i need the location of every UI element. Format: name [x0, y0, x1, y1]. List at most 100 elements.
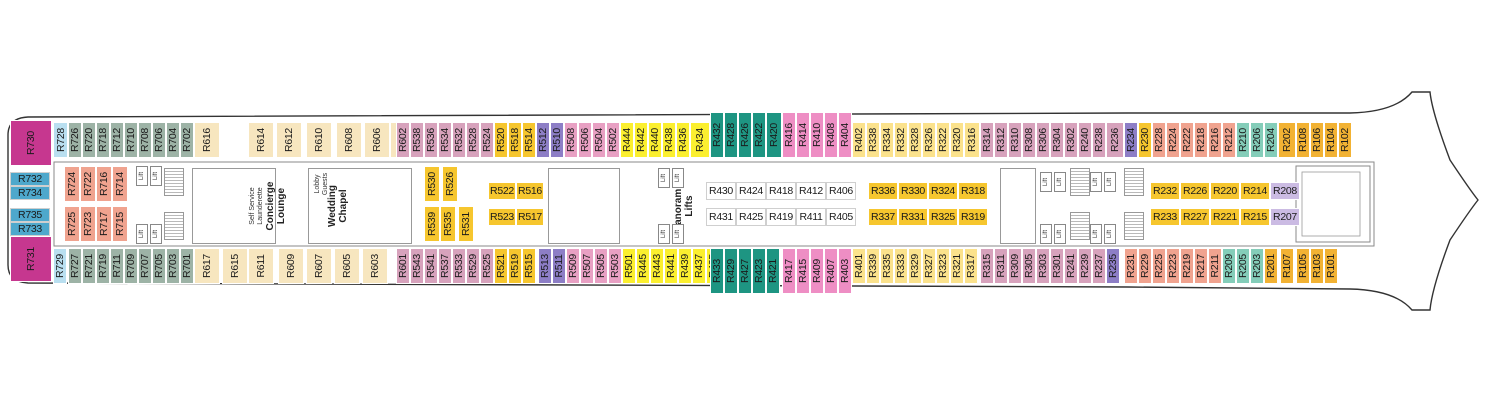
cabin-r221[interactable]: R221 — [1210, 208, 1240, 226]
cabin-r537[interactable]: R537 — [438, 248, 452, 284]
cabin-r412[interactable]: R412 — [796, 182, 826, 200]
cabin-r108[interactable]: R108 — [1296, 122, 1310, 158]
cabin-r534[interactable]: R534 — [438, 122, 452, 158]
cabin-r207[interactable]: R207 — [1270, 208, 1300, 226]
cabin-r714[interactable]: R714 — [112, 166, 128, 202]
cabin-r418[interactable]: R418 — [766, 182, 796, 200]
cabin-r706[interactable]: R706 — [152, 122, 166, 158]
cabin-r410[interactable]: R410 — [810, 112, 824, 158]
cabin-r731[interactable]: R731 — [10, 236, 52, 282]
cabin-r420[interactable]: R420 — [766, 112, 782, 158]
cabin-r526[interactable]: R526 — [442, 166, 458, 202]
cabin-r304[interactable]: R304 — [1050, 122, 1064, 158]
cabin-r711[interactable]: R711 — [110, 248, 124, 284]
cabin-r325[interactable]: R325 — [928, 208, 958, 226]
cabin-r501[interactable]: R501 — [622, 248, 636, 284]
cabin-r306[interactable]: R306 — [1036, 122, 1050, 158]
cabin-r315[interactable]: R315 — [980, 248, 994, 284]
cabin-r721[interactable]: R721 — [82, 248, 96, 284]
cabin-r516[interactable]: R516 — [516, 182, 544, 200]
cabin-r541[interactable]: R541 — [424, 248, 438, 284]
cabin-r727[interactable]: R727 — [68, 248, 82, 284]
cabin-r429[interactable]: R429 — [724, 248, 738, 294]
cabin-r317[interactable]: R317 — [964, 248, 978, 284]
cabin-r332[interactable]: R332 — [894, 122, 908, 158]
cabin-r212[interactable]: R212 — [1222, 122, 1236, 158]
cabin-r510[interactable]: R510 — [550, 122, 564, 158]
cabin-r503[interactable]: R503 — [608, 248, 622, 284]
cabin-r434[interactable]: R434 — [690, 122, 710, 158]
cabin-r320[interactable]: R320 — [950, 122, 964, 158]
cabin-r321[interactable]: R321 — [950, 248, 964, 284]
cabin-r403[interactable]: R403 — [838, 248, 852, 294]
cabin-r717[interactable]: R717 — [96, 206, 112, 242]
cabin-r440[interactable]: R440 — [648, 122, 662, 158]
cabin-r436[interactable]: R436 — [676, 122, 690, 158]
cabin-r536[interactable]: R536 — [424, 122, 438, 158]
cabin-r310[interactable]: R310 — [1008, 122, 1022, 158]
cabin-r301[interactable]: R301 — [1050, 248, 1064, 284]
cabin-r518[interactable]: R518 — [508, 122, 522, 158]
cabin-r210[interactable]: R210 — [1236, 122, 1250, 158]
cabin-r505[interactable]: R505 — [594, 248, 608, 284]
cabin-r209[interactable]: R209 — [1222, 248, 1236, 284]
cabin-r732[interactable]: R732 — [10, 172, 50, 186]
cabin-r437[interactable]: R437 — [692, 248, 706, 284]
cabin-r329[interactable]: R329 — [908, 248, 922, 284]
cabin-r225[interactable]: R225 — [1152, 248, 1166, 284]
cabin-r227[interactable]: R227 — [1180, 208, 1210, 226]
cabin-r530[interactable]: R530 — [424, 166, 440, 202]
cabin-r229[interactable]: R229 — [1138, 248, 1152, 284]
cabin-r528[interactable]: R528 — [466, 122, 480, 158]
cabin-r710[interactable]: R710 — [124, 122, 138, 158]
cabin-r328[interactable]: R328 — [908, 122, 922, 158]
cabin-r703[interactable]: R703 — [166, 248, 180, 284]
cabin-r103[interactable]: R103 — [1310, 248, 1324, 284]
cabin-r206[interactable]: R206 — [1250, 122, 1264, 158]
cabin-r220[interactable]: R220 — [1210, 182, 1240, 200]
cabin-r704[interactable]: R704 — [166, 122, 180, 158]
cabin-r728[interactable]: R728 — [53, 122, 68, 158]
cabin-r729[interactable]: R729 — [53, 248, 67, 284]
cabin-r520[interactable]: R520 — [494, 122, 508, 158]
cabin-r322[interactable]: R322 — [936, 122, 950, 158]
cabin-r517[interactable]: R517 — [516, 208, 544, 226]
cabin-r609[interactable]: R609 — [278, 248, 304, 284]
cabin-r107[interactable]: R107 — [1280, 248, 1294, 284]
cabin-r240[interactable]: R240 — [1078, 122, 1092, 158]
cabin-r419[interactable]: R419 — [766, 208, 796, 226]
cabin-r722[interactable]: R722 — [80, 166, 96, 202]
cabin-r428[interactable]: R428 — [724, 112, 738, 158]
cabin-r605[interactable]: R605 — [334, 248, 360, 284]
cabin-r239[interactable]: R239 — [1078, 248, 1092, 284]
cabin-r215[interactable]: R215 — [1240, 208, 1270, 226]
cabin-r319[interactable]: R319 — [958, 208, 988, 226]
cabin-r105[interactable]: R105 — [1296, 248, 1310, 284]
cabin-r438[interactable]: R438 — [662, 122, 676, 158]
cabin-r234[interactable]: R234 — [1124, 122, 1138, 158]
cabin-r712[interactable]: R712 — [110, 122, 124, 158]
cabin-r405[interactable]: R405 — [826, 208, 856, 226]
cabin-r421[interactable]: R421 — [766, 248, 780, 294]
cabin-r339[interactable]: R339 — [866, 248, 880, 284]
cabin-r302[interactable]: R302 — [1064, 122, 1078, 158]
cabin-r104[interactable]: R104 — [1324, 122, 1338, 158]
cabin-r323[interactable]: R323 — [936, 248, 950, 284]
cabin-r702[interactable]: R702 — [180, 122, 194, 158]
cabin-r529[interactable]: R529 — [466, 248, 480, 284]
cabin-r512[interactable]: R512 — [536, 122, 550, 158]
cabin-r610[interactable]: R610 — [306, 122, 332, 158]
cabin-r431[interactable]: R431 — [706, 208, 736, 226]
cabin-r101[interactable]: R101 — [1324, 248, 1338, 284]
cabin-r539[interactable]: R539 — [424, 206, 440, 242]
cabin-r734[interactable]: R734 — [10, 186, 50, 200]
cabin-r504[interactable]: R504 — [592, 122, 606, 158]
cabin-r719[interactable]: R719 — [96, 248, 110, 284]
cabin-r333[interactable]: R333 — [894, 248, 908, 284]
cabin-r402[interactable]: R402 — [852, 122, 866, 158]
cabin-r233[interactable]: R233 — [1150, 208, 1180, 226]
cabin-r411[interactable]: R411 — [796, 208, 826, 226]
cabin-r422[interactable]: R422 — [752, 112, 766, 158]
cabin-r216[interactable]: R216 — [1208, 122, 1222, 158]
cabin-r617[interactable]: R617 — [194, 248, 220, 284]
